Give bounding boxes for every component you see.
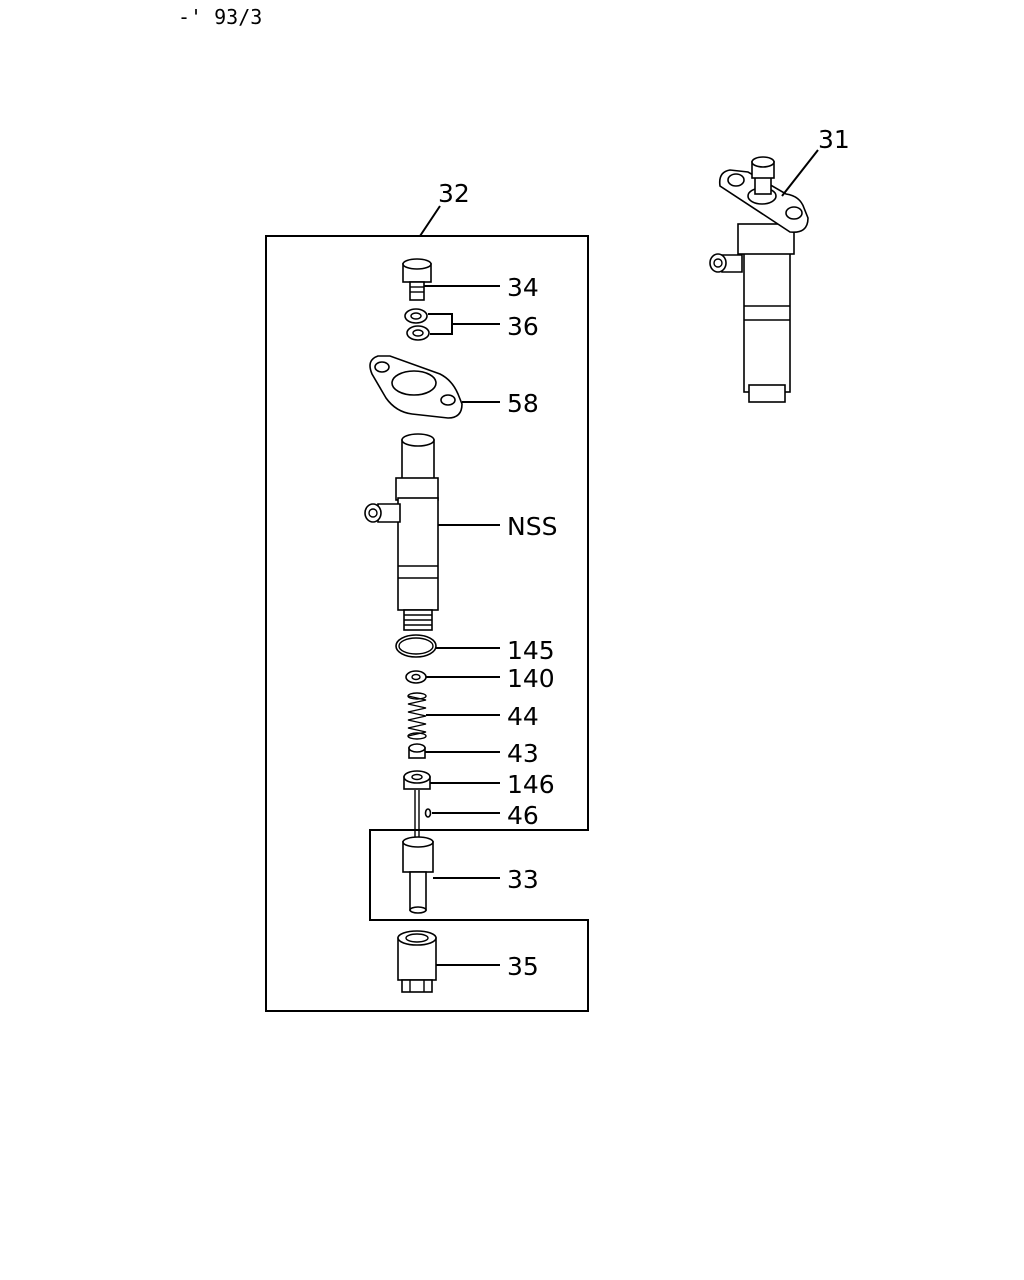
- part-36-washers: [404, 308, 430, 341]
- callout-nss: NSS: [507, 512, 557, 541]
- kit-32-outline: [265, 235, 589, 1012]
- callout-46: 46: [507, 801, 539, 830]
- callout-32: 32: [438, 179, 470, 208]
- callout-146: 146: [507, 770, 555, 799]
- leader-32: [419, 205, 441, 237]
- leader-36: [428, 313, 500, 335]
- callout-44: 44: [507, 702, 539, 731]
- part-58-flange: [369, 355, 463, 419]
- header-reference: -' 93/3: [178, 5, 262, 29]
- part-nss-injector-body: [364, 433, 439, 631]
- part-34-bolt: [402, 258, 432, 301]
- part-33-nozzle: [402, 790, 434, 914]
- part-44-spring: [407, 692, 427, 740]
- callout-58: 58: [507, 389, 539, 418]
- injector-assembly-31: [709, 156, 809, 403]
- callout-34: 34: [507, 273, 539, 302]
- part-145-o-ring: [395, 634, 437, 658]
- callout-31: 31: [818, 125, 850, 154]
- part-46-pin: [424, 808, 432, 818]
- callout-35: 35: [507, 952, 539, 981]
- callout-43: 43: [507, 739, 539, 768]
- part-43-spring-seat: [408, 743, 426, 759]
- part-146-spacer: [403, 770, 431, 790]
- callout-36: 36: [507, 312, 539, 341]
- part-140-washer: [405, 670, 427, 684]
- callout-33: 33: [507, 865, 539, 894]
- part-35-retaining-nut: [397, 930, 437, 993]
- callout-145: 145: [507, 636, 555, 665]
- callout-140: 140: [507, 664, 555, 693]
- leader-31: [781, 149, 819, 197]
